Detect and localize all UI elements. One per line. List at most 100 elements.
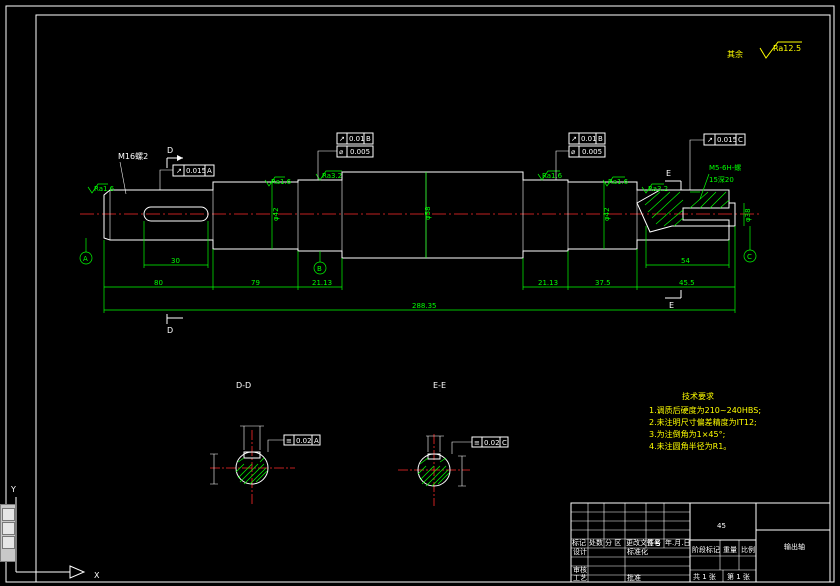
tolerance-frame-2: ↗ 0.01 B ⌀ 0.005 xyxy=(317,132,374,180)
dim-total: 288.35 xyxy=(412,302,437,310)
drawing-inner-border xyxy=(35,14,831,583)
thread-right-leader xyxy=(699,173,710,200)
tool-button-3-icon[interactable] xyxy=(2,536,15,549)
svg-text:≡: ≡ xyxy=(286,437,292,445)
title-block-stage-1: 阶段标记 xyxy=(692,545,720,554)
svg-text:0.02: 0.02 xyxy=(484,439,500,447)
section-arrow-d-top-head xyxy=(177,155,183,161)
roughness-note-label: 其余 xyxy=(727,49,743,59)
title-block-stage-2: 重量 xyxy=(723,546,737,554)
section-ee-title: E-E xyxy=(433,381,446,390)
title-block-h6: 年.月.日 xyxy=(665,538,690,547)
svg-text:⌀: ⌀ xyxy=(339,148,343,156)
datum-a: A xyxy=(79,238,93,265)
right-hatched-region xyxy=(636,189,730,233)
section-dd-title: D-D xyxy=(236,381,251,390)
tolerance-frame-1: ↗ 0.015 A xyxy=(159,164,215,190)
tool-button-1-icon[interactable] xyxy=(2,508,15,521)
svg-text:↗: ↗ xyxy=(176,167,182,175)
title-block-row-1: 设计 xyxy=(573,547,587,556)
tech-req-item-1: 1.调质后硬度为210~240HBS; xyxy=(649,405,761,415)
roughness-mark-1: Ra1.6 xyxy=(94,185,115,193)
title-block-stage-3: 比例 xyxy=(741,545,755,554)
dim-values: 30 80 79 21.13 21.13 37.5 45.5 54 288.35 xyxy=(154,257,695,310)
svg-text:B: B xyxy=(317,265,322,273)
tool-palette[interactable] xyxy=(0,504,16,562)
svg-text:⌀: ⌀ xyxy=(571,148,575,156)
svg-text:0.005: 0.005 xyxy=(582,148,602,156)
svg-text:B: B xyxy=(598,135,603,143)
thread-left-label: M16螺2 xyxy=(118,151,148,161)
section-mark-e-bottom: E xyxy=(669,301,674,310)
tech-req-item-3: 3.为注倒角为1×45°; xyxy=(649,429,725,439)
roughness-mark-4: Ra1.6 xyxy=(542,172,563,180)
thread-left-leader xyxy=(119,161,127,195)
title-block-row-3: 审核 xyxy=(573,565,587,574)
dim-keyway: 30 xyxy=(171,257,180,265)
keyway-slot xyxy=(143,206,209,222)
dim-seg-5: 37.5 xyxy=(595,279,611,287)
title-block-sheet-index: 第 1 张 xyxy=(727,572,750,581)
svg-text:C: C xyxy=(502,439,507,447)
section-ee-frame: ≡ 0.02 C xyxy=(451,436,509,454)
title-block-h2: 处数 xyxy=(589,538,603,547)
diameter-4: φ38 xyxy=(744,208,752,222)
dim-seg-2: 79 xyxy=(251,279,260,287)
svg-text:A: A xyxy=(83,255,88,263)
svg-text:≡: ≡ xyxy=(474,439,480,447)
tolerance-frame-3: ↗ 0.01 B ⌀ 0.005 xyxy=(555,132,606,180)
datum-b: B xyxy=(313,251,327,275)
title-block-h5: 签名 xyxy=(647,538,661,547)
diameter-1: φ42 xyxy=(272,207,280,221)
tech-req-item-2: 2.未注明尺寸偏差精度为IT12; xyxy=(649,417,757,427)
dim-seg-6: 45.5 xyxy=(679,279,695,287)
diameter-2: φ58 xyxy=(424,206,432,220)
svg-text:0.005: 0.005 xyxy=(350,148,370,156)
roughness-default-value: Ra12.5 xyxy=(773,44,801,53)
svg-text:A: A xyxy=(207,167,212,175)
diameter-dims: φ42 φ58 φ42 φ38 xyxy=(271,172,752,258)
tool-button-2-icon[interactable] xyxy=(2,522,15,535)
section-mark-e-top: E xyxy=(666,169,671,178)
roughness-mark-6: Ra3.2 xyxy=(648,185,668,193)
svg-text:↗: ↗ xyxy=(339,135,345,143)
roughness-mark-5: Ra1.6 xyxy=(608,178,629,186)
title-block-row-5: 批准 xyxy=(627,573,641,582)
section-arrow-e-bottom xyxy=(665,290,682,299)
svg-text:A: A xyxy=(314,437,319,445)
svg-text:0.02: 0.02 xyxy=(296,437,312,445)
shaft-outline xyxy=(103,171,736,259)
thread-right-label: M5-6H-螺 xyxy=(709,163,741,172)
svg-text:B: B xyxy=(366,135,371,143)
ucs-icon: X Y xyxy=(10,485,100,580)
section-mark-d-bottom: D xyxy=(167,326,173,335)
title-block-material: 45 xyxy=(717,522,726,530)
title-block-sheet-total: 共 1 张 xyxy=(693,572,716,581)
svg-text:0.01: 0.01 xyxy=(581,135,597,143)
right-hatch-lines xyxy=(644,191,730,227)
shaft-step-lines xyxy=(109,172,638,258)
svg-text:C: C xyxy=(738,136,743,144)
drawing-outer-border xyxy=(5,5,835,583)
svg-text:C: C xyxy=(747,253,752,261)
section-arrow-d-bottom xyxy=(166,314,183,324)
section-ee-view xyxy=(398,434,470,506)
roughness-mark-3: Ra3.2 xyxy=(322,172,342,180)
svg-text:↗: ↗ xyxy=(707,136,713,144)
datum-c: C xyxy=(743,226,757,263)
dim-right-hole: 54 xyxy=(681,257,690,265)
dim-seg-3: 21.13 xyxy=(312,279,332,287)
ucs-x-label: X xyxy=(94,571,100,580)
title-block: 45 输出轴 标记 处数 分 区 更改文件号 签名 年.月.日 设计 标准化 审… xyxy=(570,502,831,583)
tech-req-item-4: 4.未注圆角半径为R1。 xyxy=(649,441,731,451)
svg-text:↗: ↗ xyxy=(571,135,577,143)
title-block-drawing-name: 输出轴 xyxy=(784,542,805,551)
section-arrow-e-top xyxy=(665,180,682,190)
svg-text:0.015: 0.015 xyxy=(186,167,206,175)
title-block-h3: 分 区 xyxy=(605,538,621,547)
svg-text:0.01: 0.01 xyxy=(349,135,365,143)
section-mark-d-top: D xyxy=(167,146,173,155)
svg-text:0.015: 0.015 xyxy=(717,136,737,144)
roughness-mark-2: Ra1.6 xyxy=(271,178,292,186)
